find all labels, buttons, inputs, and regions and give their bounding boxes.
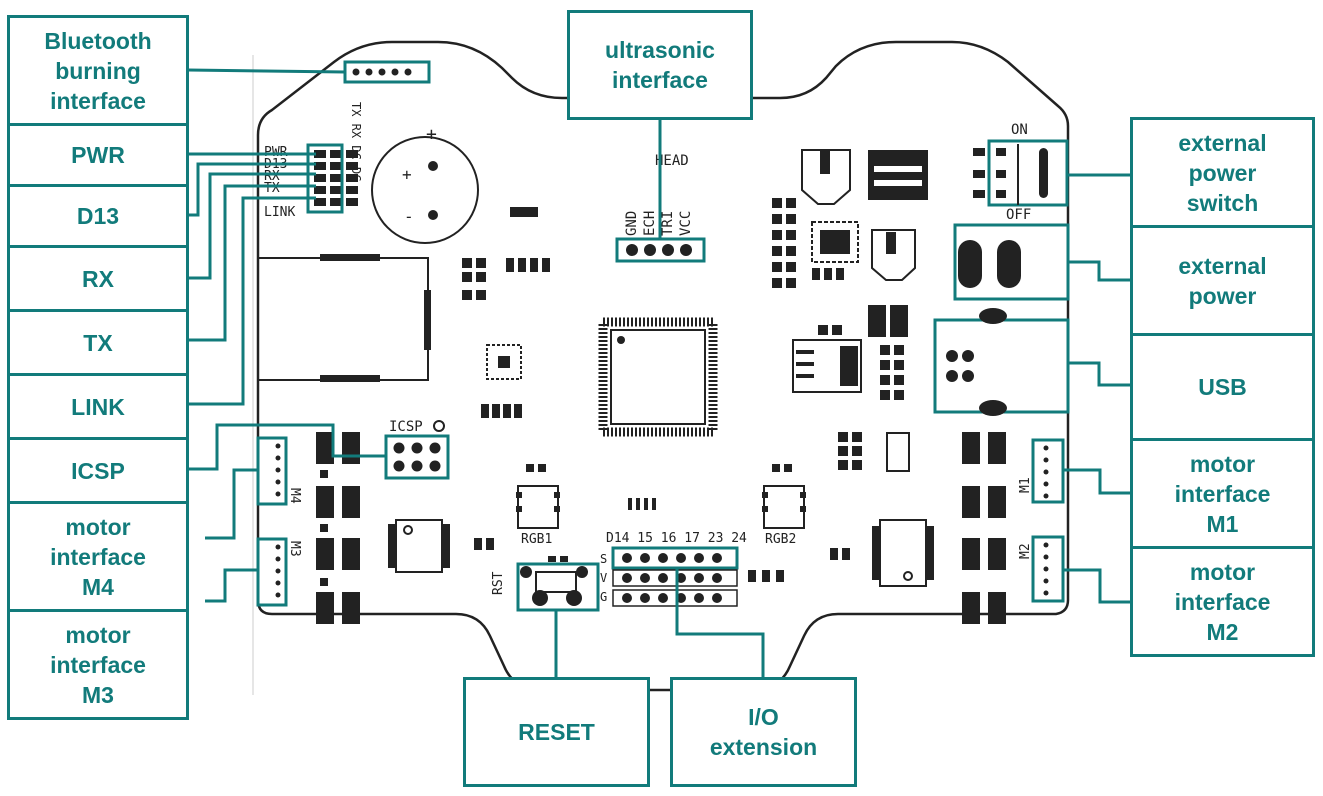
silk-v: V bbox=[600, 571, 607, 585]
silk-plus: + bbox=[426, 124, 437, 145]
label-ultrasonic: ultrasonic interface bbox=[567, 10, 753, 120]
mcu-chip bbox=[598, 317, 718, 437]
label-d13: D13 bbox=[7, 184, 189, 248]
label-motor-m1: motor interface M1 bbox=[1130, 438, 1315, 549]
silk-io-pins: D14 15 16 17 23 24 bbox=[606, 531, 747, 546]
label-io-extension: I/O extension bbox=[670, 677, 857, 787]
svg-text:+: + bbox=[402, 165, 412, 184]
label-bluetooth: Bluetooth burning interface bbox=[7, 15, 189, 126]
capacitor bbox=[371, 136, 479, 244]
led-highlight bbox=[306, 143, 344, 214]
power-switch bbox=[987, 139, 1069, 207]
silk-on: ON bbox=[1011, 122, 1028, 138]
label-reset: RESET bbox=[463, 677, 650, 787]
io-header-highlight bbox=[611, 546, 739, 570]
motor-m3-header bbox=[256, 537, 288, 607]
label-motor-m4: motor interface M4 bbox=[7, 501, 189, 612]
label-icsp: ICSP bbox=[7, 437, 189, 504]
silk-tx: TX bbox=[264, 181, 280, 196]
label-power-switch: external power switch bbox=[1130, 117, 1315, 228]
reset-button bbox=[516, 562, 600, 612]
bluetooth-silk: TX RX DC DC bbox=[349, 102, 363, 181]
silk-g: G bbox=[600, 590, 607, 604]
silk-m3: M3 bbox=[287, 541, 302, 557]
left-driver-parts bbox=[316, 432, 494, 624]
silk-minus: - bbox=[404, 207, 414, 226]
silk-head: HEAD bbox=[655, 153, 689, 169]
silk-icsp: ICSP bbox=[389, 419, 423, 435]
right-driver-parts bbox=[962, 432, 1006, 624]
label-link: LINK bbox=[7, 373, 189, 440]
label-motor-m3: motor interface M3 bbox=[7, 609, 189, 720]
bluetooth-pins bbox=[352, 68, 412, 76]
label-usb: USB bbox=[1130, 333, 1315, 441]
label-rx: RX bbox=[7, 245, 189, 312]
label-motor-m2: motor interface M2 bbox=[1130, 546, 1315, 657]
label-external-power: external power bbox=[1130, 225, 1315, 336]
label-pwr: PWR bbox=[7, 123, 189, 187]
silk-rgb2: RGB2 bbox=[765, 532, 796, 547]
led-bank bbox=[314, 150, 358, 206]
silk-ech: ECH bbox=[642, 211, 658, 236]
leader-lines bbox=[187, 68, 1131, 678]
silk-gnd: GND bbox=[624, 211, 640, 236]
silk-s: S bbox=[600, 552, 607, 566]
silk-m2: M2 bbox=[1018, 543, 1033, 559]
silk-link: LINK bbox=[264, 205, 295, 220]
silk-m1: M1 bbox=[1018, 477, 1033, 493]
silk-off: OFF bbox=[1006, 207, 1031, 223]
silk-m4: M4 bbox=[287, 488, 302, 504]
silk-vcc: VCC bbox=[678, 211, 694, 236]
silk-tri: TRI bbox=[660, 211, 676, 236]
silk-rst: RST bbox=[491, 571, 506, 595]
label-tx: TX bbox=[7, 309, 189, 376]
silk-rgb1: RGB1 bbox=[521, 532, 552, 547]
